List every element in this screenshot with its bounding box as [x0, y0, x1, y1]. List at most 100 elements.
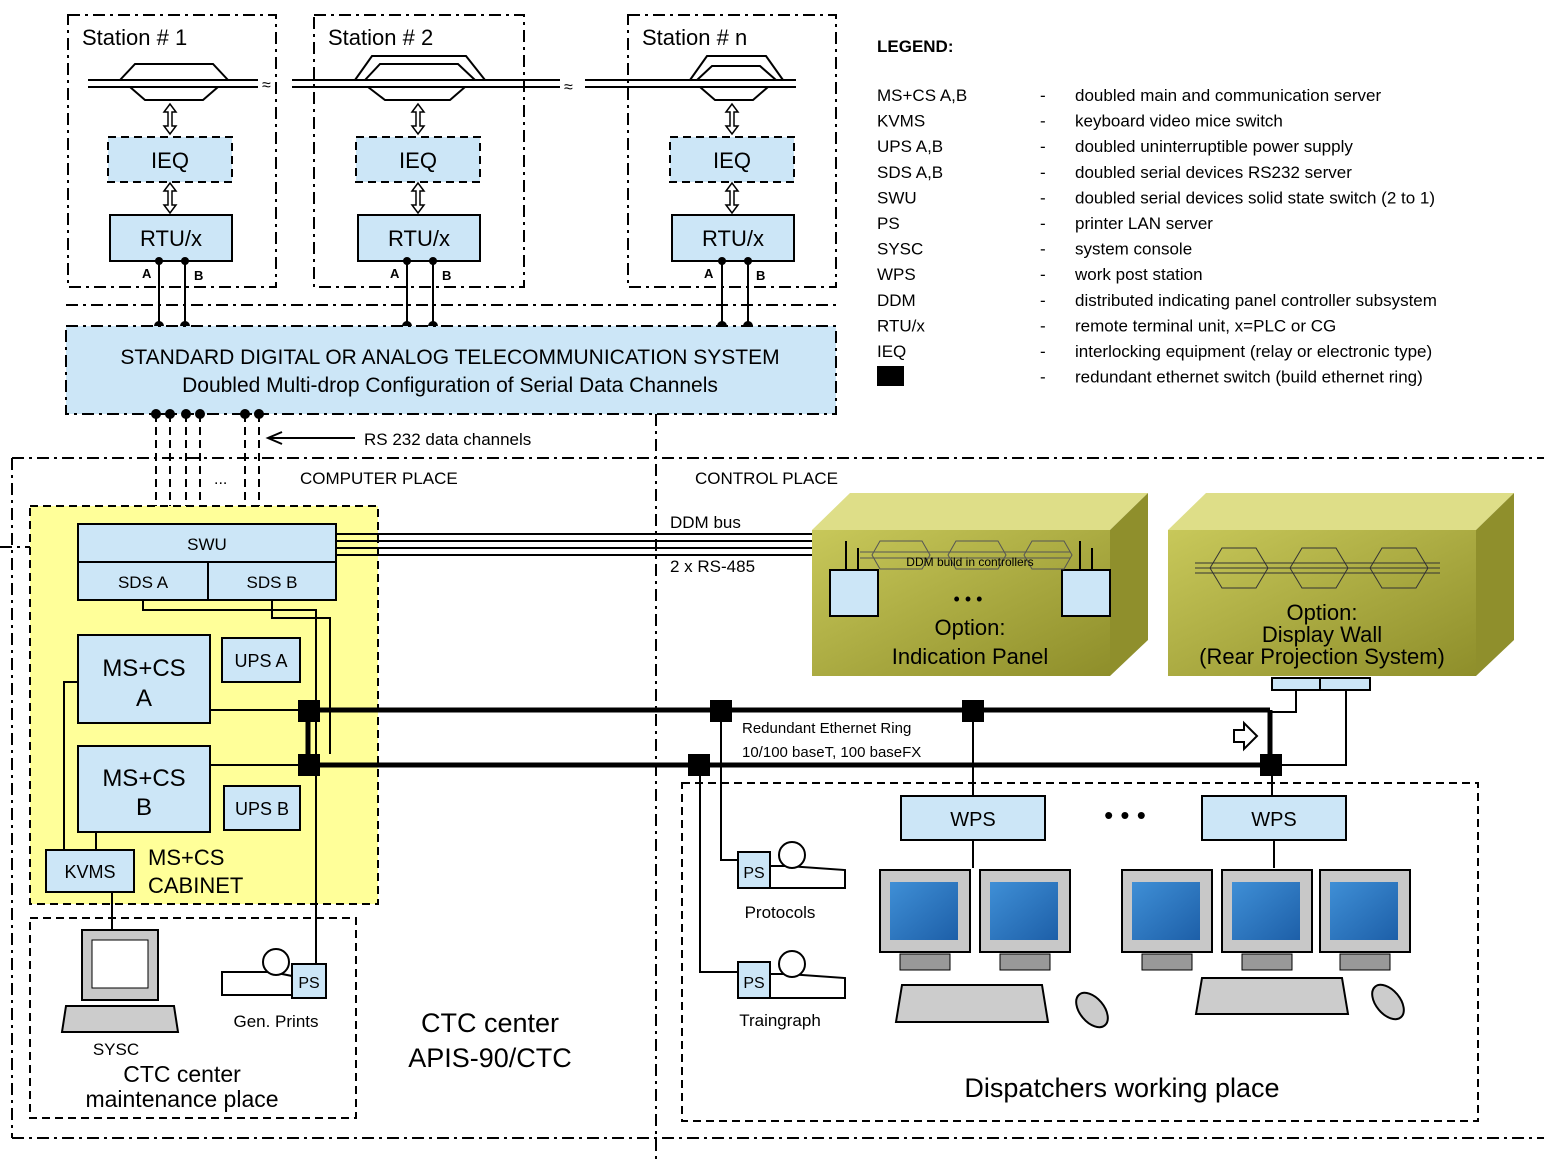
mscs-b-label: MS+CS	[102, 765, 185, 792]
mscs-a-box	[77, 634, 211, 724]
sysc-keyboard	[60, 1005, 180, 1033]
maintenance-subtitle: maintenance place	[85, 1086, 278, 1112]
rtu-box	[357, 214, 481, 262]
protocols-label: Protocols	[745, 903, 816, 922]
ddm-controller	[829, 569, 879, 617]
display-wall-option: Option:	[1287, 600, 1358, 625]
station-n-title: Station # n	[642, 25, 747, 50]
printer-protocols: PS Protocols	[737, 841, 846, 922]
legend-description: doubled uninterruptible power supply	[1075, 137, 1353, 156]
channel-b-label: B	[756, 268, 765, 283]
ups-a-box	[221, 637, 301, 683]
legend-dash: -	[1040, 368, 1046, 387]
indication-panel-option: Option:	[935, 615, 1006, 640]
station-1: Station # 1 IEQ RTU/x A B	[67, 14, 277, 288]
display-wall-title: Display Wall	[1262, 622, 1382, 647]
legend-description: doubled serial devices RS232 server	[1075, 163, 1352, 182]
channel-a-label: A	[390, 266, 400, 281]
ddm-controller	[1061, 569, 1111, 617]
station-2-title: Station # 2	[328, 25, 433, 50]
legend-dash: -	[1040, 240, 1046, 259]
telecom-system: STANDARD DIGITAL OR ANALOG TELECOMMUNICA…	[65, 325, 837, 415]
display-wall-subtitle: (Rear Projection System)	[1199, 644, 1445, 669]
legend-title: LEGEND:	[877, 37, 954, 56]
legend-key: RTU/x	[877, 316, 925, 335]
telecom-title: STANDARD DIGITAL OR ANALOG TELECOMMUNICA…	[120, 346, 779, 369]
legend-key: UPS A,B	[877, 137, 943, 156]
ethernet-switch-icon	[877, 366, 904, 386]
cabinet-label: MS+CS	[148, 845, 224, 870]
legend-description: doubled serial devices solid state switc…	[1075, 188, 1435, 207]
rtu-label: RTU/x	[388, 226, 450, 251]
display-wall: Option: Display Wall (Rear Projection Sy…	[1168, 493, 1514, 766]
legend-key: WPS	[877, 265, 916, 284]
legend-key: KVMS	[877, 112, 925, 131]
control-place-label: CONTROL PLACE	[695, 469, 838, 488]
legend-description: remote terminal unit, x=PLC or CG	[1075, 316, 1336, 335]
ieq-box	[107, 136, 233, 183]
rs485-label: 2 x RS-485	[670, 557, 755, 576]
gen-prints-label: Gen. Prints	[233, 1012, 318, 1031]
ctc-center-title: CTC center	[421, 1008, 559, 1038]
legend-key: MS+CS A,B	[877, 86, 967, 105]
mscs-cabinet: SWU SDS A SDS B MS+CS A UPS A MS+CS B UP…	[29, 505, 379, 965]
mscs-b-box	[77, 745, 211, 833]
legend-description: work post station	[1074, 265, 1203, 284]
wps-box	[900, 795, 1046, 841]
printer-traingraph: PS Traingraph	[737, 950, 846, 1030]
ieq-box	[669, 136, 795, 183]
telecom-subtitle: Doubled Multi-drop Configuration of Seri…	[182, 374, 718, 397]
sds-b-label: SDS B	[246, 573, 297, 592]
ddm-bus-label: DDM bus	[670, 513, 741, 532]
legend-description: system console	[1075, 240, 1192, 259]
legend-dash: -	[1040, 86, 1046, 105]
swu-label: SWU	[187, 535, 227, 554]
swu-box	[77, 523, 337, 563]
ups-a-label: UPS A	[234, 651, 287, 671]
bidirectional-arrows	[162, 102, 740, 215]
svg-text:≈: ≈	[564, 79, 573, 96]
mouse	[1371, 983, 1405, 1021]
legend-dash: -	[1040, 316, 1046, 335]
rtu-box	[109, 214, 233, 262]
maintenance-title: CTC center	[123, 1061, 241, 1087]
wps-label: WPS	[1251, 809, 1297, 831]
rtu-label: RTU/x	[702, 226, 764, 251]
legend-key: SYSC	[877, 240, 923, 259]
ring-spec: 10/100 baseT, 100 baseFX	[742, 744, 921, 761]
legend-dash: -	[1040, 291, 1046, 310]
keyboard	[1194, 977, 1350, 1015]
station-n: Station # n IEQ RTU/x A B	[627, 14, 837, 288]
ieq-label: IEQ	[399, 148, 437, 173]
ups-b-box	[223, 785, 301, 831]
mscs-a-sub: A	[136, 685, 152, 712]
kvms-label: KVMS	[64, 862, 115, 882]
monitor	[979, 869, 1071, 971]
legend: LEGEND: MS+CS A,B-doubled main and commu…	[877, 37, 1437, 387]
sds-a-label: SDS A	[118, 573, 169, 592]
legend-dash: -	[1040, 265, 1046, 284]
channel-a-label: A	[142, 266, 152, 281]
monitor	[1221, 869, 1313, 971]
channel-a-label: A	[704, 266, 714, 281]
indication-panel-title: Indication Panel	[892, 644, 1049, 669]
monitor	[879, 869, 971, 971]
svg-text:≈: ≈	[262, 77, 271, 94]
ps-label: PS	[743, 865, 764, 882]
rs232-label: RS 232 data channels	[364, 430, 531, 449]
legend-description: interlocking equipment (relay or electro…	[1075, 342, 1432, 361]
monitor	[1121, 869, 1213, 971]
ps-label: PS	[298, 975, 319, 992]
channel-b-label: B	[442, 268, 451, 283]
legend-description: redundant ethernet switch (build etherne…	[1075, 368, 1423, 387]
ieq-label: IEQ	[713, 148, 751, 173]
indication-panel: DDM build in controllers • • • Option: I…	[812, 493, 1148, 676]
panel-ellipsis: • • •	[954, 589, 983, 609]
legend-dash: -	[1040, 137, 1046, 156]
sysc-label: SYSC	[93, 1040, 139, 1059]
rtu-channel-wires	[154, 257, 753, 331]
legend-key: SDS A,B	[877, 163, 943, 182]
legend-dash: -	[1040, 188, 1046, 207]
ieq-box	[355, 136, 481, 183]
